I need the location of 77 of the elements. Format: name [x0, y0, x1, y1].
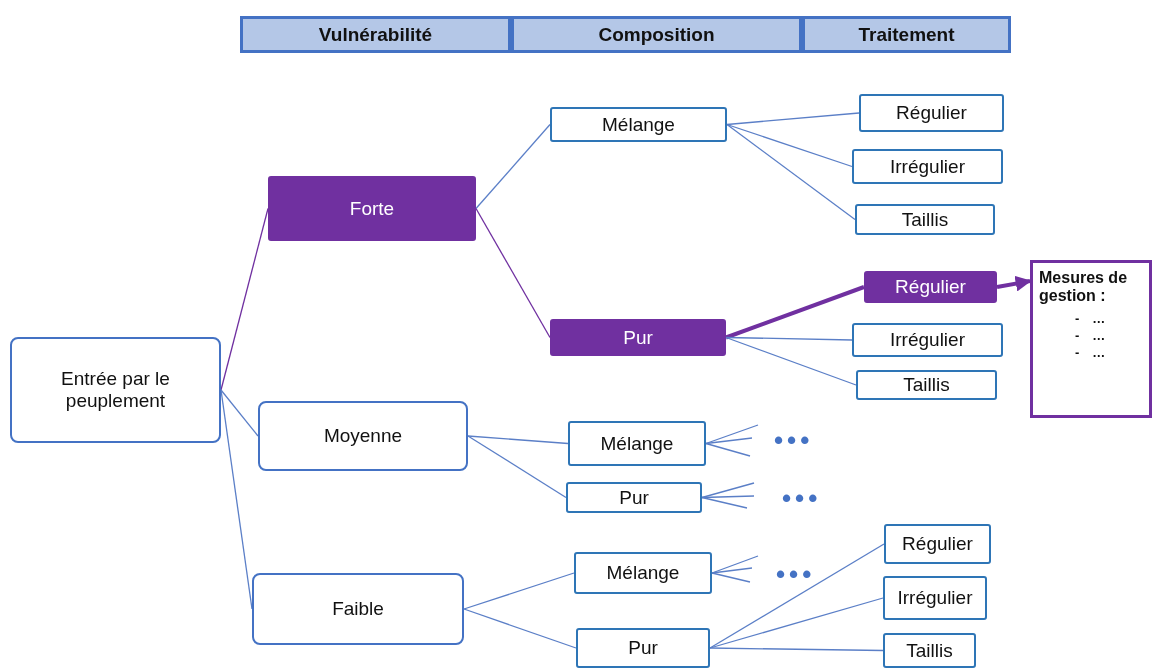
- node-label: Taillis: [906, 639, 953, 662]
- connector-line: [709, 647, 884, 652]
- header-cell: [511, 16, 802, 53]
- category-box: [258, 401, 468, 471]
- connector-line: [711, 567, 753, 574]
- node-label: Taillis: [901, 208, 949, 231]
- connector-line: [726, 112, 860, 126]
- option-box: [855, 204, 995, 235]
- header-cell: [802, 16, 1011, 53]
- option-box: [856, 370, 997, 400]
- connector-line: [709, 543, 885, 649]
- node-label: Irrégulier: [890, 329, 965, 351]
- node-label: Mélange: [600, 432, 674, 455]
- header-cell: [240, 16, 511, 53]
- category-box: [10, 337, 221, 443]
- option-box: [574, 552, 712, 594]
- ellipsis-dots: •••: [774, 427, 814, 453]
- node-label: Mélange: [606, 562, 680, 584]
- connector-line: [711, 572, 751, 583]
- connector-line: [220, 389, 259, 437]
- arrow: [996, 275, 1032, 292]
- connector-line: [701, 482, 755, 499]
- node-label: Régulier: [896, 102, 967, 124]
- connector-line: [725, 336, 857, 386]
- node-label: Forte: [349, 197, 395, 220]
- node-label: Irrégulier: [897, 587, 973, 609]
- highlighted-box: [864, 271, 997, 303]
- node-label: Mélange: [602, 113, 675, 136]
- list-item: - …: [1075, 311, 1106, 326]
- option-box: [576, 628, 710, 668]
- highlighted-box: [268, 176, 476, 241]
- connector-line: [463, 572, 575, 610]
- connector-line: [220, 207, 269, 391]
- note-box: [1030, 260, 1152, 418]
- connector-line: [726, 123, 856, 221]
- connector-line: [725, 336, 853, 341]
- connector-line: [701, 496, 748, 509]
- list-item: - …: [1075, 328, 1106, 343]
- category-box: [252, 573, 464, 645]
- highlighted-box: [550, 319, 726, 356]
- connector-line: [725, 285, 865, 340]
- node-label: Traitement: [858, 23, 955, 46]
- connector-line: [705, 442, 751, 457]
- ellipsis-dots: •••: [776, 561, 816, 587]
- connector-line: [475, 123, 551, 210]
- list-item: - …: [1075, 345, 1106, 360]
- option-box: [883, 633, 976, 668]
- connector-line: [705, 424, 759, 445]
- node-label: Irrégulier: [890, 155, 965, 178]
- node-label: Faible: [332, 598, 384, 620]
- option-box: [852, 149, 1003, 184]
- node-label: Moyenne: [323, 425, 403, 447]
- node-label: Pur: [628, 637, 658, 659]
- node-label: Régulier: [895, 276, 966, 298]
- node-label: Composition: [598, 23, 715, 46]
- connector-line: [711, 555, 759, 574]
- node-label: Taillis: [903, 374, 950, 396]
- connector-line: [726, 123, 853, 168]
- option-box: [884, 524, 991, 564]
- option-box: [566, 482, 702, 513]
- option-box: [883, 576, 987, 620]
- node-label: Pur: [619, 486, 649, 509]
- node-label: Entrée par le peuplement: [60, 368, 171, 412]
- connector-line: [467, 435, 569, 445]
- node-label: Pur: [623, 326, 653, 349]
- node-label: Régulier: [902, 533, 973, 555]
- option-box: [852, 323, 1003, 357]
- option-box: [550, 107, 727, 142]
- option-box: [568, 421, 706, 466]
- connector-line: [463, 608, 577, 649]
- connector-line: [467, 435, 567, 499]
- connector-line: [705, 437, 753, 445]
- note-heading: Mesures de gestion :: [1039, 269, 1129, 305]
- connector-line: [475, 207, 551, 339]
- option-box: [859, 94, 1004, 132]
- node-label: Vulnérabilité: [318, 23, 433, 46]
- ellipsis-dots: •••: [782, 485, 822, 511]
